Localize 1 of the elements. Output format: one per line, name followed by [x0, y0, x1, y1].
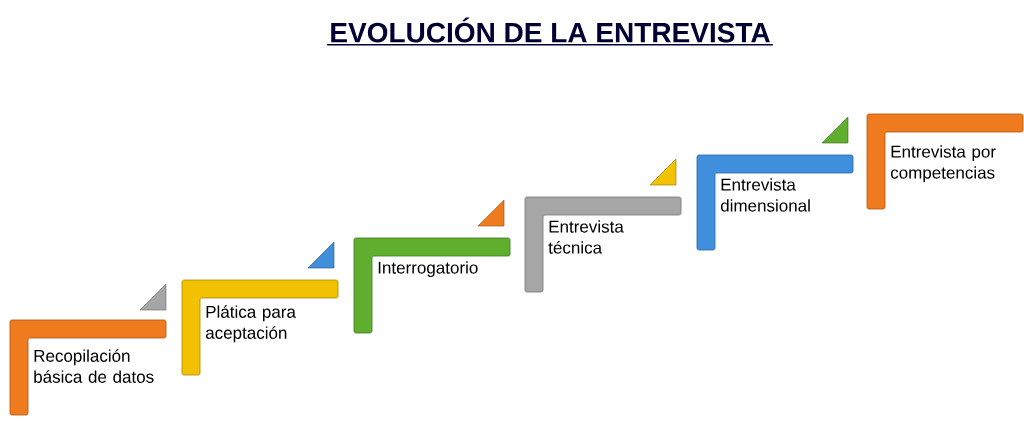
title: EVOLUCIÓN DE LA ENTREVISTA	[326, 17, 774, 46]
